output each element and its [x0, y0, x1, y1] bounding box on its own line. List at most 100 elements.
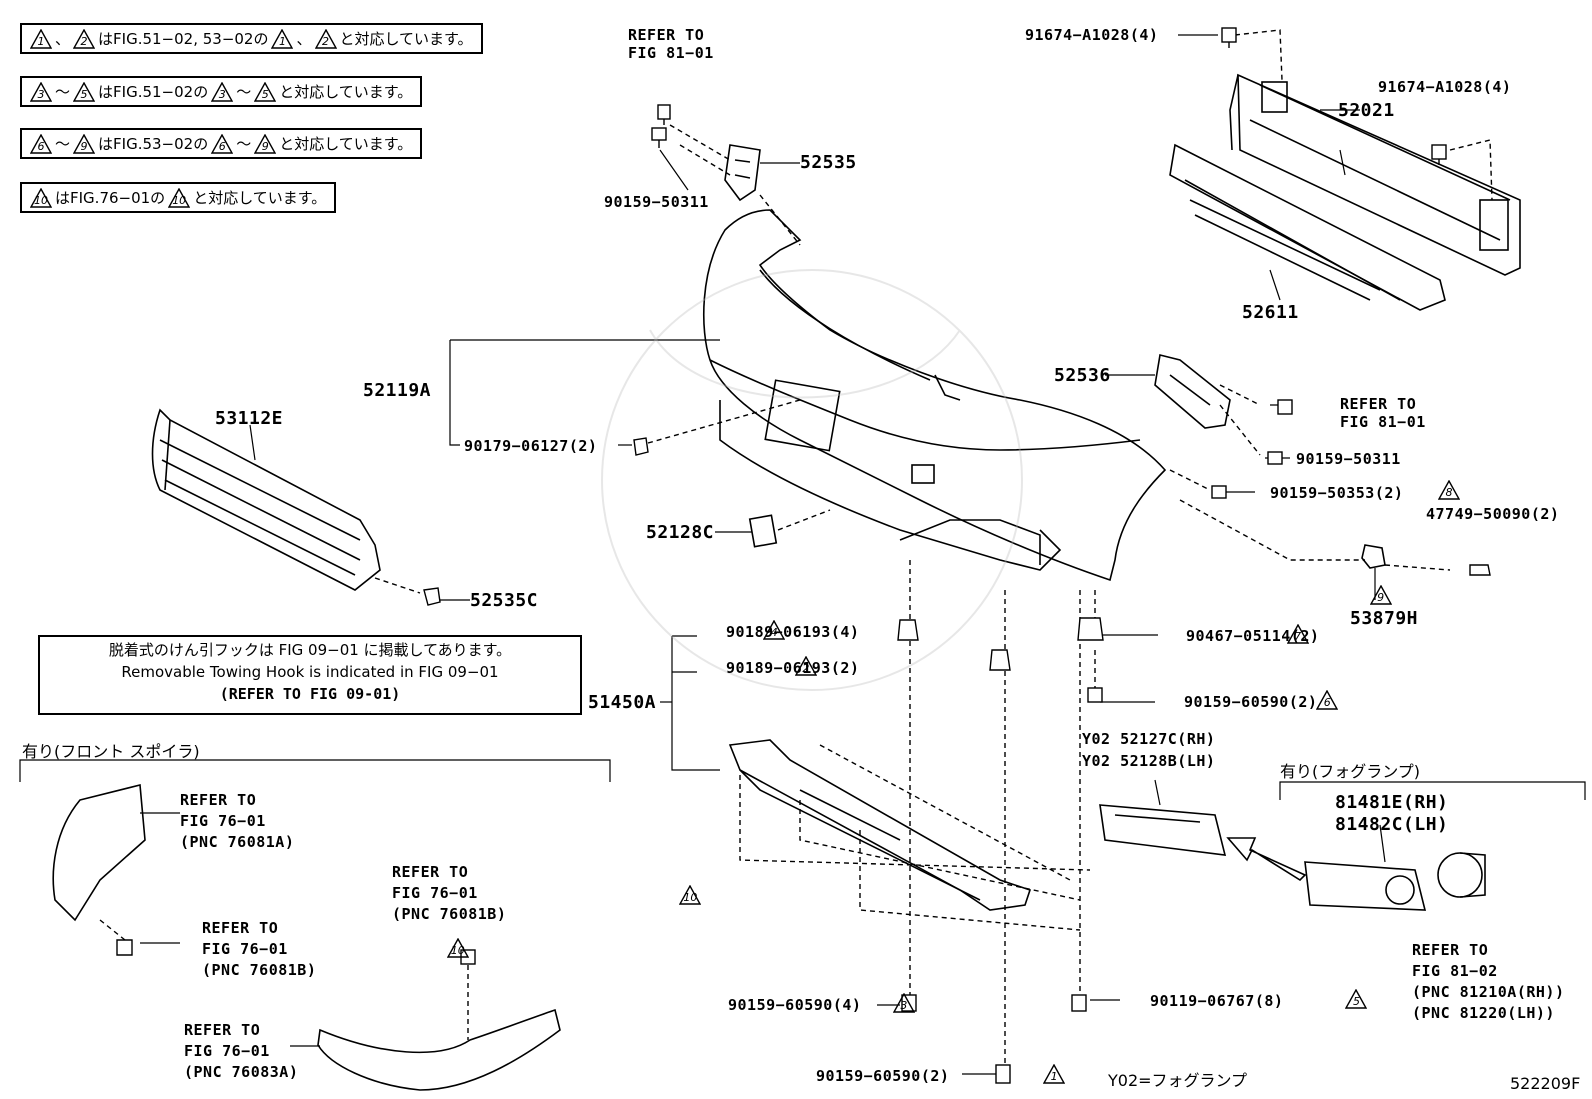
clip-90189b: [989, 649, 1011, 671]
marker-5-triangle-icon: 5: [1345, 989, 1368, 1009]
foglamp-heading: 有り(フォグランプ): [1280, 762, 1421, 781]
part-47749-50090[interactable]: 47749−50090(2): [1426, 505, 1560, 523]
marker-6-triangle-icon: 6: [1316, 690, 1339, 710]
screw-90159-60590a: [1087, 687, 1103, 703]
part-90159-50311-left[interactable]: 90159−50311: [604, 193, 709, 211]
bumper-cover-52119a: [702, 209, 1167, 582]
part-52128c[interactable]: 52128C: [646, 522, 715, 543]
part-90159-60590-1[interactable]: 90159−60590(2): [816, 1067, 950, 1085]
marker-4-triangle-icon: 4: [763, 620, 786, 640]
refer-76083a[interactable]: REFER TO FIG 76−01 (PNC 76083A): [184, 1021, 299, 1081]
screw-90159-50353: [1211, 485, 1227, 499]
note-marker-10: 10 はFIG.76−01の 10 と対応しています。: [20, 182, 337, 213]
marker-triangle-icon: 1: [30, 28, 52, 49]
part-90189-06193-2[interactable]: 90189−06193(2): [726, 659, 860, 677]
foglamp-group-bracket: [1279, 781, 1586, 800]
marker-triangle-icon: 6: [30, 133, 52, 154]
marker-triangle-icon: 5: [73, 81, 96, 102]
part-90159-60590-6[interactable]: 90159−60590(2): [1184, 693, 1318, 711]
part-81482c-lh[interactable]: 81482C(LH): [1335, 814, 1449, 835]
refer-fig-81-02[interactable]: REFER TO FIG 81−02 (PNC 81210A(RH)) (PNC…: [1412, 941, 1565, 1022]
screw-90119: [1071, 994, 1087, 1012]
part-91674-a1028-top[interactable]: 91674−A1028(4): [1025, 26, 1159, 44]
part-52535c[interactable]: 52535C: [470, 590, 539, 611]
marker-8-triangle-icon: 8: [1438, 480, 1460, 500]
part-81481e-rh[interactable]: 81481E(RH): [1335, 792, 1449, 813]
part-90159-60590-4[interactable]: 90159−60590(4): [728, 996, 862, 1014]
under-cover-51450a: [728, 739, 1032, 911]
marker-triangle-icon: 9: [254, 133, 277, 154]
part-90159-50311-right[interactable]: 90159−50311: [1296, 450, 1401, 468]
refer-76081b-left[interactable]: REFER TO FIG 76−01 (PNC 76081B): [202, 919, 317, 979]
bolt-91674b: [1431, 144, 1447, 165]
clip-90179: [633, 437, 649, 456]
part-91674-a1028-right[interactable]: 91674−A1028(4): [1378, 78, 1512, 96]
marker-triangle-icon: 3: [211, 81, 234, 102]
part-52536[interactable]: 52536: [1054, 365, 1111, 386]
marker-triangle-icon: 2: [314, 28, 337, 49]
clip-52535c: [423, 587, 441, 606]
refer-fig-81-01-top[interactable]: REFER TO FIG 81−01: [628, 26, 714, 62]
marker-triangle-icon: 6: [211, 133, 234, 154]
bumper-reinforcement-52021: [1229, 73, 1521, 276]
screw-90159-60590c: [995, 1064, 1011, 1084]
part-52021[interactable]: 52021: [1338, 100, 1395, 121]
fog-lamp-unit: [1437, 852, 1486, 898]
marker-10-triangle-icon: 10: [446, 938, 469, 958]
screw-ref-8101: [657, 104, 671, 125]
marker-3-triangle-icon: 3: [892, 993, 915, 1013]
part-53112e[interactable]: 53112E: [215, 408, 284, 429]
note-markers-3-5: 3 〜 5 はFIG.51−02の 3 〜 5 と対応しています。: [20, 76, 423, 107]
marker-triangle-icon: 2: [73, 28, 96, 49]
part-90119-06767[interactable]: 90119−06767(8): [1150, 992, 1284, 1010]
fog-cover-y02: [1099, 804, 1227, 856]
spoiler-lip-76083a: [317, 1008, 561, 1091]
install-arrow: [1226, 837, 1307, 882]
marker-triangle-icon: 10: [30, 187, 52, 208]
refer-76081a[interactable]: REFER TO FIG 76−01 (PNC 76081A): [180, 791, 295, 851]
towing-hook-note: 脱着式のけん引フックは FIG 09−01 に掲載してあります。 Removab…: [38, 635, 582, 715]
clip-90189a: [897, 619, 919, 641]
nut-90467: [1077, 617, 1104, 641]
screw-90159-50311a: [651, 127, 667, 148]
spoiler-group-bracket: [19, 759, 611, 782]
marker-10-triangle-icon: 10: [679, 885, 702, 905]
bracket-52536: [1154, 354, 1231, 429]
part-90179-06127[interactable]: 90179−06127(2): [464, 437, 598, 455]
refer-fig-81-01-right[interactable]: REFER TO FIG 81−01: [1340, 395, 1426, 431]
figure-code: 522209F: [1510, 1074, 1581, 1093]
note-markers-6-9: 6 〜 9 はFIG.53−02の 6 〜 9 と対応しています。: [20, 128, 423, 159]
y02-legend: Y02=フォグランプ: [1108, 1071, 1248, 1090]
marker-9-triangle-icon: 9: [1369, 585, 1392, 605]
marker-7-triangle-icon: 7: [1286, 624, 1309, 644]
part-51450a[interactable]: 51450A: [588, 692, 657, 713]
spoiler-side-76081a: [52, 783, 146, 922]
bracket-52535: [724, 144, 761, 202]
part-52119a[interactable]: 52119A: [363, 380, 432, 401]
screw-47749: [1469, 564, 1491, 576]
part-53879h[interactable]: 53879H: [1350, 608, 1419, 629]
bolt-91674a: [1221, 27, 1237, 48]
marker-triangle-icon: 1: [271, 28, 294, 49]
part-y02-52128b-lh[interactable]: Y02 52128B(LH): [1082, 752, 1216, 770]
fog-bezel-81481e: [1304, 861, 1427, 911]
part-52611[interactable]: 52611: [1242, 302, 1299, 323]
part-90189-06193-4[interactable]: 90189−06193(4): [726, 623, 860, 641]
marker-1-triangle-icon: 1: [1043, 1064, 1066, 1084]
refer-76081b-right[interactable]: REFER TO FIG 76−01 (PNC 76081B): [392, 863, 507, 923]
marker-triangle-icon: 5: [254, 81, 277, 102]
marker-triangle-icon: 10: [168, 187, 191, 208]
spoiler-heading: 有り(フロント スポイラ): [22, 742, 200, 761]
note-markers-1-2: 1 、 2 はFIG.51−02, 53−02の 1 、 2 と対応しています。: [20, 23, 483, 54]
part-90467-05114[interactable]: 90467−05114(2): [1186, 627, 1320, 645]
energy-absorber-52611: [1169, 143, 1446, 311]
cover-52128c: [748, 514, 778, 548]
part-y02-52127c-rh[interactable]: Y02 52127C(RH): [1082, 730, 1216, 748]
part-90159-50353[interactable]: 90159−50353(2): [1270, 484, 1404, 502]
marker-2-triangle-icon: 2: [794, 656, 817, 676]
screw-ref-8101b: [1277, 399, 1293, 415]
part-52535[interactable]: 52535: [800, 152, 857, 173]
marker-triangle-icon: 9: [73, 133, 96, 154]
screw-90159-50311b: [1267, 451, 1283, 465]
